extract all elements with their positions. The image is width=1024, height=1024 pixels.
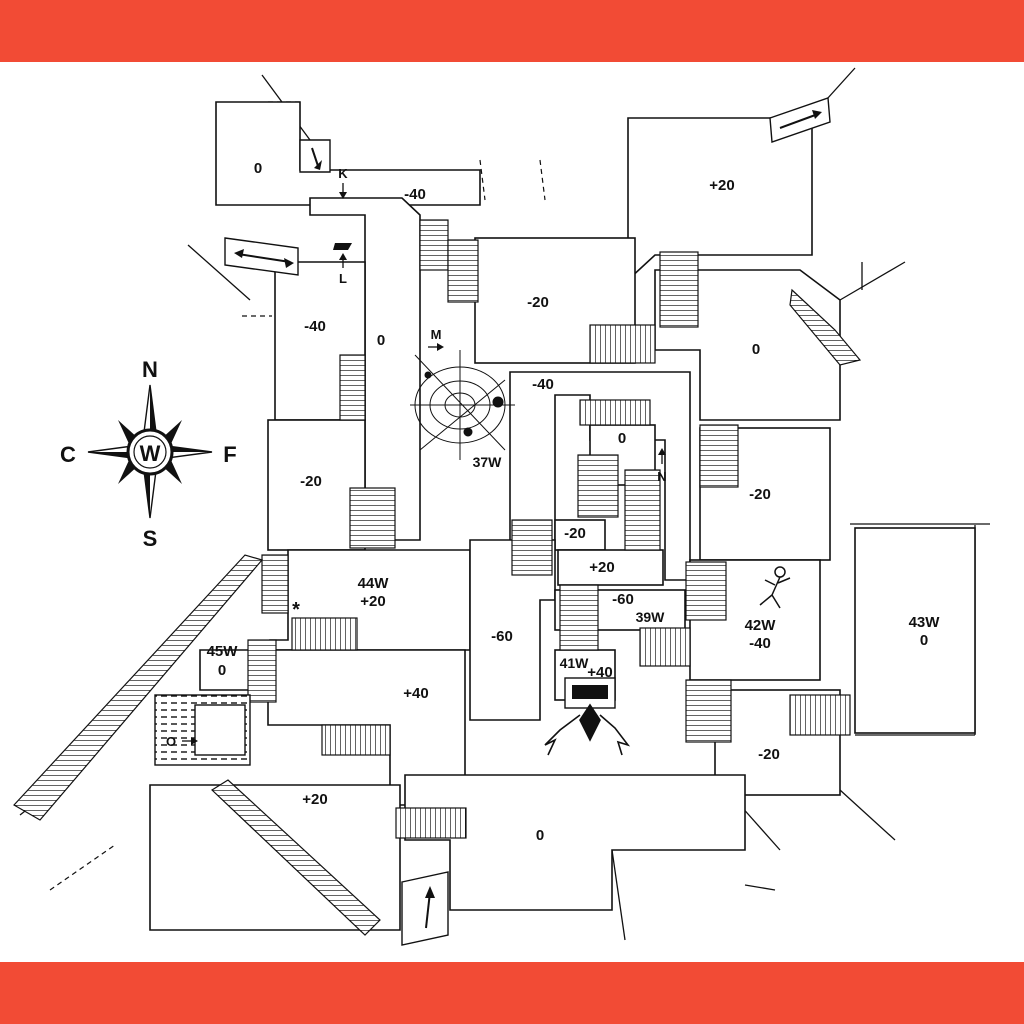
stairs-9 bbox=[579, 399, 651, 426]
marker-arrows bbox=[182, 183, 666, 745]
room-43w bbox=[854, 527, 976, 734]
room-label-inner-left: -20 bbox=[564, 525, 586, 542]
room-top-left bbox=[215, 101, 481, 206]
arrow-plates bbox=[224, 97, 831, 946]
stairs-13 bbox=[559, 584, 599, 651]
room-label-41w-level: +40 bbox=[587, 664, 612, 681]
top-red-band bbox=[0, 0, 1024, 62]
arrow-icon bbox=[299, 139, 331, 173]
marker-k: K bbox=[338, 166, 348, 181]
stairs-12 bbox=[511, 519, 553, 576]
room-label-39w: 39W bbox=[636, 609, 666, 625]
marker-o: O bbox=[166, 734, 176, 749]
stairs-19 bbox=[291, 617, 358, 651]
room-label-44w-id: 44W bbox=[358, 575, 390, 592]
room-label-bottom-center: 0 bbox=[536, 827, 544, 844]
marker-n: N bbox=[657, 469, 666, 484]
throne-icon bbox=[564, 677, 616, 709]
stairs-20 bbox=[247, 639, 277, 703]
compass-north: N bbox=[142, 357, 158, 382]
room-blocks bbox=[149, 101, 976, 931]
room-bottom-center bbox=[404, 774, 746, 911]
stairs-11 bbox=[624, 469, 661, 551]
stairs-16 bbox=[685, 679, 732, 743]
room-label-center-lower: -60 bbox=[491, 628, 513, 645]
room-label-43w-id: 43W bbox=[909, 614, 941, 631]
pool-chamber bbox=[194, 704, 246, 756]
compass-f: F bbox=[223, 442, 236, 467]
stairs-15 bbox=[685, 561, 727, 621]
room-label-42w-id: 42W bbox=[745, 617, 777, 634]
room-label-44w-level: +20 bbox=[360, 593, 385, 610]
stairs-ramp-left bbox=[13, 554, 264, 821]
room-label-center-block: -40 bbox=[532, 376, 554, 393]
room-label-41w-id: 41W bbox=[560, 655, 590, 671]
room-left-mid bbox=[267, 419, 366, 551]
stairs-21 bbox=[321, 724, 391, 756]
room-center-lower bbox=[469, 539, 556, 721]
stairs-18 bbox=[261, 554, 289, 614]
room-label-42w-level: -40 bbox=[749, 635, 771, 652]
room-label-top-left: 0 bbox=[254, 160, 262, 177]
room-label-inner-plus: +20 bbox=[589, 559, 614, 576]
room-label-inner-top: 0 bbox=[618, 430, 626, 447]
stairs-22 bbox=[395, 807, 467, 839]
compass-rose-icon bbox=[87, 384, 213, 519]
room-label-center-upper: -20 bbox=[527, 294, 549, 311]
room-top-right bbox=[627, 117, 813, 282]
stairs-10 bbox=[577, 454, 619, 518]
room-label-right-mid: -20 bbox=[749, 486, 771, 503]
room-inner-plus bbox=[557, 549, 664, 586]
bottom-red-band bbox=[0, 962, 1024, 1024]
room-label-45w-level: 0 bbox=[218, 662, 226, 679]
staircases bbox=[13, 219, 862, 936]
compass-c: C bbox=[60, 442, 76, 467]
stairs-6 bbox=[589, 324, 656, 364]
room-label-top-right: +20 bbox=[709, 177, 734, 194]
pool bbox=[154, 694, 251, 766]
room-label-left-mid: -20 bbox=[300, 473, 322, 490]
stairs-4 bbox=[349, 487, 396, 549]
room-label-bottom-left: +20 bbox=[302, 791, 327, 808]
room-label-43w-level: 0 bbox=[920, 632, 928, 649]
stairs-1 bbox=[419, 219, 449, 271]
room-label-top-corridor: -40 bbox=[404, 186, 426, 203]
stairs-7 bbox=[789, 288, 862, 366]
room-label-lower-mid: +40 bbox=[403, 685, 428, 702]
stairs-3 bbox=[339, 354, 366, 421]
spider-web-icon bbox=[410, 350, 515, 460]
arrow-icon bbox=[401, 871, 449, 946]
compass-center: W bbox=[140, 441, 161, 466]
room-label-left-corridor: 0 bbox=[377, 332, 385, 349]
stairs-17 bbox=[789, 694, 851, 736]
room-label-45w-id: 45W bbox=[207, 643, 239, 660]
room-label-left-upper: -40 bbox=[304, 318, 326, 335]
stairs-2 bbox=[447, 239, 479, 303]
stairs-23 bbox=[211, 779, 381, 936]
room-label-right-upper: 0 bbox=[752, 341, 760, 358]
compass-south: S bbox=[143, 526, 158, 551]
arrow-icon bbox=[769, 97, 831, 143]
room-label-bottom-right: -20 bbox=[758, 746, 780, 763]
adventurer-icon bbox=[759, 566, 791, 609]
stairs-5 bbox=[659, 251, 699, 328]
room-label-mid-right: -60 bbox=[612, 591, 634, 608]
stairs-14 bbox=[639, 627, 691, 667]
room-label-37w: 37W bbox=[473, 454, 503, 470]
marker-m: M bbox=[431, 327, 442, 342]
marker-star: * bbox=[292, 599, 300, 621]
stairs-8 bbox=[699, 424, 739, 488]
marker-l: L bbox=[339, 271, 347, 286]
winged-creature-icon bbox=[544, 703, 631, 756]
arrow-icon bbox=[224, 237, 299, 276]
